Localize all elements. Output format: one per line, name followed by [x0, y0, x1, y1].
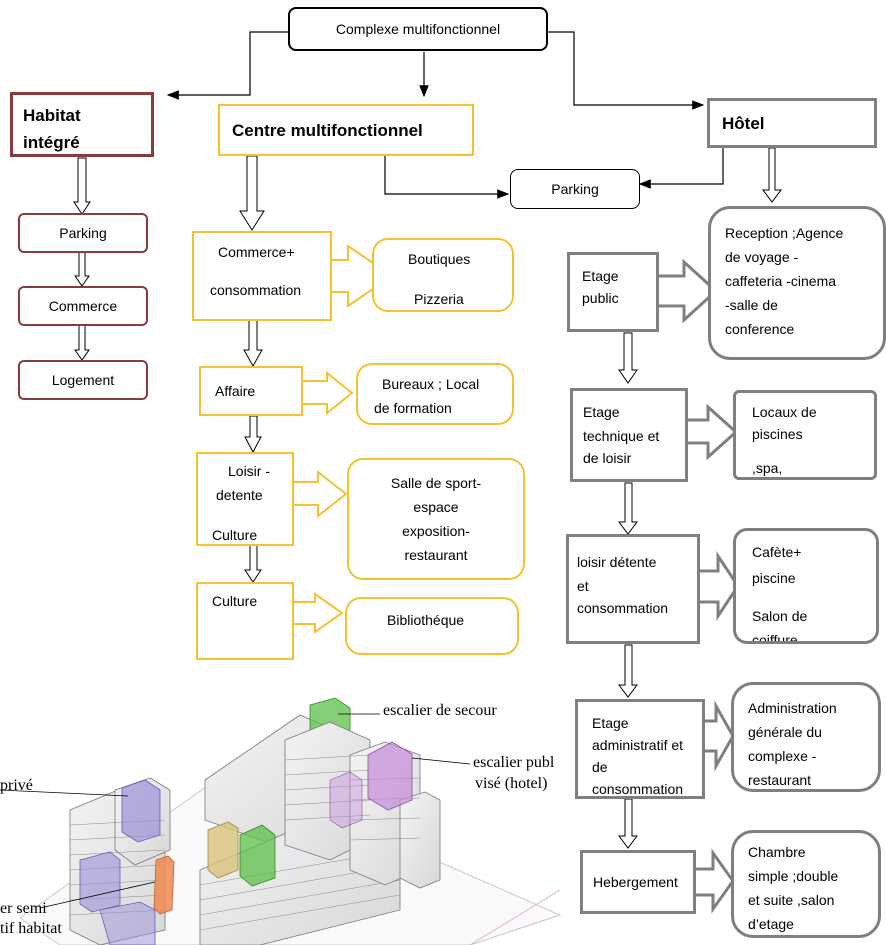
salle-line3: exposition-: [402, 523, 470, 539]
bureaux-local-box: Bureaux ; Local de formation: [356, 363, 514, 425]
salle-sport-box: Salle de sport- espace exposition- resta…: [347, 458, 525, 580]
habitat-logement-box: Logement: [18, 360, 148, 400]
locaux-line1: Locaux de: [752, 404, 817, 420]
habitat-parking-box: Parking: [18, 213, 148, 253]
centre-down-arrows: [239, 155, 265, 583]
loisir-detente-hotel-box: loisir détente et consommation: [566, 534, 700, 644]
admin-left-line3: de: [592, 759, 608, 775]
etage-technique-box: Etage technique et de loisir: [570, 388, 688, 482]
commerce-line1: Commerce+: [218, 244, 295, 260]
admin-left-line4: consommation: [592, 781, 684, 797]
cafete-line1: Cafète+: [752, 544, 802, 560]
salle-line1: Salle de sport-: [390, 475, 482, 491]
centre-multifonctionnel-box: Centre multifonctionnel: [218, 104, 474, 156]
hotel-title: Hôtel: [722, 114, 765, 133]
chambre-line4: d’etage: [748, 916, 794, 932]
habitat-parking-label: Parking: [59, 225, 107, 241]
administration-box: Administration générale du complexe - re…: [731, 682, 881, 792]
hebergement-label: Hebergement: [593, 874, 678, 890]
arrow-hotel-to-parking: [638, 148, 724, 189]
hotel-box: Hôtel: [707, 98, 877, 148]
arrow-to-hotel: [546, 31, 705, 110]
centre-right-arrows: [292, 244, 394, 634]
commerce-line2: consommation: [210, 282, 302, 298]
admin-left-line1: Etage: [592, 715, 629, 731]
pizzeria-label: Pizzeria: [414, 291, 464, 307]
etage-public-line2: public: [582, 290, 619, 306]
loisir-hotel-line1: loisir détente: [577, 554, 657, 570]
hotel-down-arrows: [618, 147, 782, 849]
reception-line2: de voyage -: [725, 249, 799, 265]
loisir-line1: Loisir -: [228, 463, 271, 479]
culture-label: Culture: [212, 593, 258, 609]
loisir-hotel-line3: consommation: [577, 600, 669, 616]
label-semi: er semi: [0, 900, 47, 917]
loisir-line3: Culture: [212, 527, 258, 543]
reception-line4: -salle de: [725, 297, 778, 313]
chambre-box: Chambre simple ;double et suite ,salon d…: [731, 830, 881, 938]
cafete-line5: coiffure: [752, 632, 798, 644]
habitat-title-line1: Habitat: [23, 106, 81, 125]
reception-box: Reception ;Agence de voyage - caffeteria…: [708, 206, 886, 360]
etage-public-line1: Etage: [582, 268, 619, 284]
etage-technique-line2: technique et: [583, 428, 660, 444]
label-vise-hotel: visé (hotel): [475, 775, 548, 792]
habitat-commerce-box: Commerce: [18, 286, 148, 326]
centre-title: Centre multifonctionnel: [232, 121, 423, 140]
building-3d-image: [0, 697, 562, 945]
admin-right-line2: générale du: [748, 724, 822, 740]
complexe-title: Complexe multifonctionnel: [335, 21, 501, 37]
salle-line4: restaurant: [404, 547, 468, 563]
etage-public-box: Etage public: [567, 252, 659, 332]
label-escalier-secour: escalier de secour: [383, 702, 497, 719]
habitat-integre-box: Habitat intégré: [10, 92, 154, 157]
etage-technique-line3: de loisir: [583, 450, 632, 466]
arrow-to-habitat: [166, 31, 290, 100]
label-escalier-public: escalier publ: [473, 754, 555, 771]
admin-right-line4: restaurant: [748, 772, 812, 788]
bibliotheque-box: Bibliothéque: [345, 597, 519, 655]
locaux-piscines-box: Locaux de piscines ,spa,: [733, 390, 877, 480]
hebergement-box: Hebergement: [580, 850, 696, 914]
salle-line2: espace: [413, 499, 459, 515]
cafete-line4: Salon de: [752, 608, 808, 624]
habitat-logement-label: Logement: [51, 372, 115, 388]
chambre-line1: Chambre: [748, 844, 806, 860]
cafete-line2: piscine: [752, 570, 796, 586]
boutiques-label: Boutiques: [408, 251, 471, 267]
bibliotheque-label: Bibliothéque: [387, 612, 465, 628]
label-prive: privé: [0, 777, 33, 794]
habitat-down-arrows: [73, 157, 91, 361]
cafete-piscine-box: Cafète+ piscine Salon de coiffure: [733, 528, 879, 644]
admin-right-line1: Administration: [748, 700, 837, 716]
habitat-commerce-label: Commerce: [48, 298, 118, 314]
complexe-multifonctionnel-box: Complexe multifonctionnel: [288, 7, 548, 51]
arrow-centre-to-parking: [258, 153, 510, 199]
admin-right-line3: complexe -: [748, 748, 817, 764]
locaux-line2: piscines: [752, 426, 803, 442]
loisir-hotel-line2: et: [577, 578, 589, 594]
reception-line1: Reception ;Agence: [725, 225, 844, 241]
etage-technique-line1: Etage: [583, 404, 620, 420]
chambre-line3: et suite ,salon: [748, 892, 835, 908]
commerce-consommation-box: Commerce+ consommation: [192, 231, 332, 321]
label-habitat: tif habitat: [0, 920, 62, 937]
loisir-line2: detente: [216, 487, 263, 503]
habitat-title-line2: intégré: [23, 133, 80, 152]
parking-label: Parking: [551, 181, 599, 197]
affaire-label: Affaire: [215, 383, 256, 399]
admin-left-line2: administratif et: [592, 737, 684, 753]
locaux-line4: ,spa,: [752, 460, 783, 476]
reception-line5: conference: [725, 321, 795, 337]
parking-box: Parking: [510, 169, 640, 209]
loisir-detente-box: Loisir - detente Culture: [196, 452, 294, 546]
etage-administratif-box: Etage administratif et de consommation: [575, 699, 705, 799]
bureaux-line2: de formation: [374, 400, 452, 416]
culture-box: Culture: [196, 582, 294, 660]
reception-line3: caffeteria -cinema: [725, 273, 837, 289]
affaire-box: Affaire: [199, 366, 303, 416]
boutiques-pizzeria-box: Boutiques Pizzeria: [372, 238, 514, 312]
bureaux-line1: Bureaux ; Local: [382, 376, 480, 392]
chambre-line2: simple ;double: [748, 868, 839, 884]
